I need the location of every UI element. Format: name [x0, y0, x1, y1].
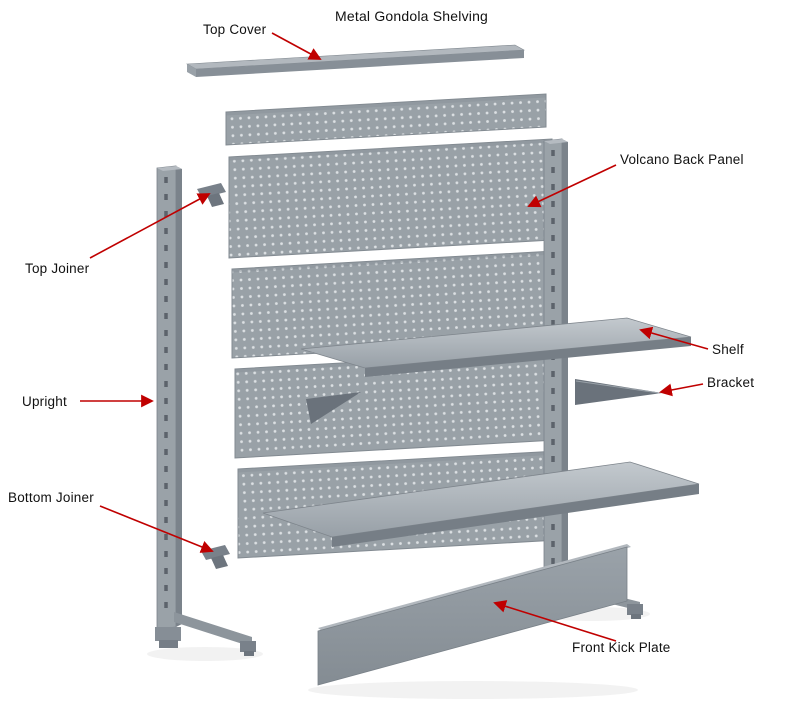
top-cover-part: [185, 44, 526, 77]
label-top-joiner: Top Joiner: [25, 261, 90, 276]
leveling-foot: [627, 604, 643, 615]
label-front-kick-plate: Front Kick Plate: [572, 640, 671, 655]
kick-plate-part: [317, 544, 631, 686]
bracket-left: [306, 392, 361, 424]
post-foot: [155, 627, 181, 641]
label-top-cover: Top Cover: [203, 22, 267, 37]
arrow-front-kick-plate: [493, 600, 617, 642]
diagram-title: Metal Gondola Shelving: [335, 8, 489, 24]
label-shelf: Shelf: [712, 342, 744, 357]
label-bracket: Bracket: [707, 375, 755, 390]
pegboard-strip-top: [225, 93, 547, 146]
arrow-bracket: [659, 383, 704, 397]
bracket-right: [575, 379, 662, 405]
shelf-lower: [262, 461, 700, 547]
arrow-bottom-joiner: [99, 505, 214, 553]
annotation-arrows: [80, 32, 709, 642]
upright-left: [155, 165, 256, 656]
label-volcano-back-panel: Volcano Back Panel: [620, 152, 744, 167]
arrow-volcano-back-panel: [527, 164, 617, 208]
arrow-top-cover: [271, 32, 322, 60]
label-upright: Upright: [22, 394, 67, 409]
label-bottom-joiner: Bottom Joiner: [8, 490, 94, 505]
arrow-shelf: [639, 326, 709, 350]
bottom-joiner-part: [201, 545, 230, 569]
base-leg-left: [174, 612, 252, 647]
leveling-foot: [240, 641, 256, 652]
shelf-upper: [300, 317, 692, 377]
top-joiner-part: [197, 183, 226, 207]
arrow-top-joiner: [89, 193, 211, 259]
